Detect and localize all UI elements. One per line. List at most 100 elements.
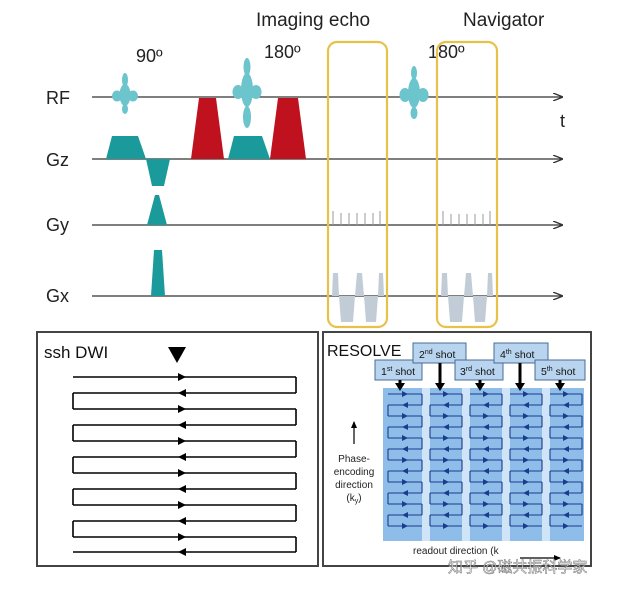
- gy-prephaser: [147, 195, 167, 225]
- navigator-window: [435, 40, 499, 329]
- epi-direction-arrow: [178, 421, 186, 429]
- gy-blips-navigator: [442, 211, 491, 225]
- resolve-direction-arrow: [563, 457, 569, 463]
- row-label-rf: RF: [46, 88, 70, 108]
- epi-direction-arrow: [178, 548, 186, 556]
- pulse-180-label: 180º: [264, 42, 301, 62]
- resolve-direction-arrow: [563, 413, 569, 419]
- gx-readout-imaging: [332, 273, 384, 322]
- resolve-direction-arrow: [402, 501, 408, 507]
- resolve-direction-arrow: [563, 501, 569, 507]
- svg-text:direction: direction: [335, 480, 373, 491]
- resolve-direction-arrow: [523, 501, 529, 507]
- resolve-direction-arrow: [523, 512, 529, 518]
- resolve-direction-arrow: [523, 391, 529, 397]
- resolve-direction-arrow: [523, 457, 529, 463]
- shot-label-4: 4th shot: [500, 349, 535, 361]
- gz-slice-select-180: [228, 136, 270, 159]
- resolve-direction-arrow: [402, 479, 408, 485]
- resolve-direction-arrow: [443, 413, 449, 419]
- resolve-direction-arrow: [523, 402, 529, 408]
- watermark: 知乎 @磁共振科学家: [448, 559, 587, 576]
- ssh-epi-trajectory: [72, 373, 297, 556]
- resolve-direction-arrow: [443, 402, 449, 408]
- resolve-direction-arrow: [483, 435, 489, 441]
- resolve-direction-arrow: [443, 512, 449, 518]
- resolve-direction-arrow: [483, 457, 489, 463]
- resolve-direction-arrow: [563, 391, 569, 397]
- resolve-direction-arrow: [563, 512, 569, 518]
- resolve-direction-arrow: [523, 435, 529, 441]
- resolve-direction-arrow: [443, 490, 449, 496]
- resolve-direction-arrow: [483, 512, 489, 518]
- phase-encoding-label: Phase- encoding direction (ky): [334, 454, 375, 505]
- resolve-direction-arrow: [483, 391, 489, 397]
- epi-direction-arrow: [178, 437, 186, 445]
- resolve-direction-arrow: [523, 468, 529, 474]
- shot-label-1: 1st shot: [381, 366, 415, 378]
- shot-box-1: 1st shot: [374, 359, 423, 381]
- gz-rephaser: [146, 159, 170, 186]
- resolve-direction-arrow: [402, 435, 408, 441]
- pulse-90-label: 90º: [136, 46, 163, 66]
- resolve-direction-arrow: [443, 468, 449, 474]
- resolve-direction-arrow: [483, 468, 489, 474]
- resolve-direction-arrow: [483, 413, 489, 419]
- shot-arrows: [395, 363, 565, 391]
- resolve-direction-arrow: [443, 391, 449, 397]
- resolve-direction-arrow: [443, 446, 449, 452]
- epi-direction-arrow: [178, 389, 186, 397]
- resolve-direction-arrow: [402, 446, 408, 452]
- imaging-echo-window: [326, 40, 389, 329]
- row-label-gz: Gz: [46, 150, 69, 170]
- resolve-direction-arrow: [563, 523, 569, 529]
- time-label: t: [560, 111, 565, 131]
- resolve-direction-arrow: [563, 435, 569, 441]
- shot-box-2: 2nd shot: [412, 342, 467, 364]
- shot-box-5: 5th shot: [534, 359, 586, 381]
- resolve-direction-arrow: [483, 523, 489, 529]
- epi-direction-arrow: [178, 469, 186, 477]
- resolve-direction-arrow: [483, 424, 489, 430]
- shot-label-3: 3rd shot: [460, 366, 495, 378]
- svg-text:(ky): (ky): [346, 493, 361, 505]
- resolve-segment-trajectories: [387, 391, 583, 529]
- rf-pulse-180-navigator: [399, 66, 429, 119]
- gx-readout-navigator: [441, 273, 493, 322]
- navigator-header: Navigator: [463, 10, 545, 31]
- resolve-direction-arrow: [402, 424, 408, 430]
- resolve-direction-arrow: [443, 435, 449, 441]
- resolve-direction-arrow: [402, 391, 408, 397]
- resolve-title: RESOLVE: [327, 343, 401, 360]
- svg-text:encoding: encoding: [334, 467, 375, 478]
- resolve-direction-arrow: [483, 402, 489, 408]
- sequence-diagram: Imaging echo Navigator 90º 180º 180º t R…: [46, 10, 565, 329]
- resolve-direction-arrow: [563, 479, 569, 485]
- resolve-direction-arrow: [443, 501, 449, 507]
- shot-box-3: 3rd shot: [454, 359, 504, 381]
- epi-direction-arrow: [178, 501, 186, 509]
- svg-text:Phase-: Phase-: [338, 454, 370, 465]
- row-label-gy: Gy: [46, 215, 69, 235]
- ssh-start-marker: [168, 347, 186, 363]
- resolve-direction-arrow: [483, 446, 489, 452]
- pulse-180-label-2: 180º: [428, 42, 465, 62]
- resolve-direction-arrow: [483, 501, 489, 507]
- resolve-direction-arrow: [563, 402, 569, 408]
- resolve-direction-arrow: [483, 490, 489, 496]
- crusher-left: [191, 98, 224, 159]
- imaging-echo-header: Imaging echo: [256, 10, 370, 31]
- resolve-direction-arrow: [523, 523, 529, 529]
- resolve-direction-arrow: [402, 512, 408, 518]
- resolve-direction-arrow: [563, 468, 569, 474]
- resolve-direction-arrow: [443, 479, 449, 485]
- resolve-direction-arrow: [483, 479, 489, 485]
- resolve-direction-arrow: [523, 446, 529, 452]
- epi-direction-arrow: [178, 485, 186, 493]
- gy-blips-imaging: [332, 211, 381, 225]
- resolve-direction-arrow: [402, 468, 408, 474]
- epi-direction-arrow: [178, 373, 186, 381]
- row-label-gx: Gx: [46, 286, 69, 306]
- crusher-right: [270, 98, 306, 159]
